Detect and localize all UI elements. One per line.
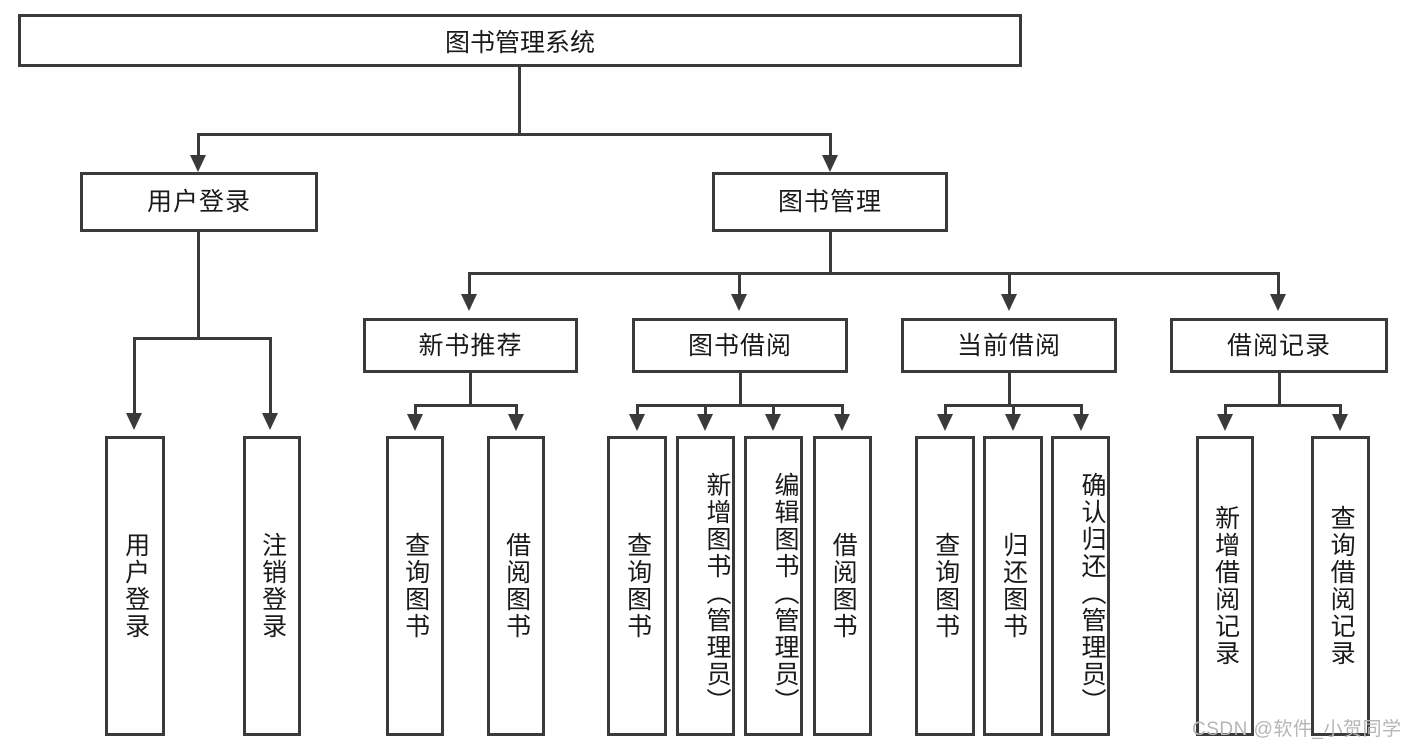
- node-root-system[interactable]: 图书管理系统: [18, 14, 1022, 67]
- arrow-to-borrow-record: [1270, 294, 1286, 311]
- node-label: 查询图书: [931, 532, 960, 640]
- edge-to-borrow-record: [1277, 272, 1280, 296]
- arrow-newbook-child1: [407, 414, 423, 431]
- edge-bookborrow-child1: [636, 404, 639, 416]
- node-label: 新增图书（管理员）: [703, 471, 731, 715]
- leaf-borrow-book[interactable]: 借阅图书: [813, 436, 872, 736]
- arrow-user-login-child2: [262, 413, 278, 430]
- arrow-currentborrow-child1: [937, 414, 953, 431]
- edge-currentborrow-child1: [944, 404, 947, 416]
- leaf-query-borrow-record[interactable]: 查询借阅记录: [1311, 436, 1370, 736]
- edge-borrowrecord-bus: [1224, 404, 1342, 407]
- node-label: 借阅图书: [502, 532, 531, 640]
- edge-currentborrow-child3: [1080, 404, 1083, 416]
- node-label: 借阅图书: [829, 532, 858, 640]
- arrow-borrowrecord-child1: [1217, 414, 1233, 431]
- edge-currentborrow-stem: [1008, 373, 1011, 404]
- edge-level2-bus: [468, 272, 1280, 275]
- edge-to-new-book-rec: [468, 272, 471, 296]
- node-user-login[interactable]: 用户登录: [80, 172, 318, 232]
- edge-to-book-mgmt: [829, 133, 832, 157]
- leaf-return-book[interactable]: 归还图书: [983, 436, 1043, 736]
- edge-newbook-child2: [515, 404, 518, 416]
- arrow-to-current-borrow: [1001, 294, 1017, 311]
- watermark-text: CSDN @软件_小贺同学: [1192, 719, 1402, 740]
- node-label: 归还图书: [999, 532, 1028, 640]
- arrow-bookborrow-child3: [765, 414, 781, 431]
- edge-to-user-login: [197, 133, 200, 157]
- arrow-currentborrow-child2: [1005, 414, 1021, 431]
- edge-newbook-bus: [414, 404, 518, 407]
- edge-user-login-child2: [269, 337, 272, 415]
- edge-newbook-child1: [414, 404, 417, 416]
- arrow-to-book-borrow: [731, 294, 747, 311]
- edge-level1-bus: [197, 133, 831, 136]
- edge-bookborrow-child2: [704, 404, 707, 416]
- node-label: 图书借阅: [687, 331, 792, 360]
- node-label: 编辑图书（管理员）: [771, 471, 799, 715]
- leaf-query-book-rec[interactable]: 查询图书: [386, 436, 444, 736]
- node-current-borrow[interactable]: 当前借阅: [901, 318, 1117, 373]
- node-borrow-record[interactable]: 借阅记录: [1170, 318, 1388, 373]
- edge-borrowrecord-child1: [1224, 404, 1227, 416]
- arrow-to-new-book-rec: [461, 294, 477, 311]
- leaf-query-book-current[interactable]: 查询图书: [915, 436, 975, 736]
- leaf-user-login[interactable]: 用户登录: [105, 436, 165, 736]
- edge-user-login-stem: [197, 232, 200, 337]
- arrow-bookborrow-child2: [697, 414, 713, 431]
- node-book-management[interactable]: 图书管理: [712, 172, 948, 232]
- edge-bookborrow-stem: [739, 373, 742, 404]
- edge-user-login-bus: [133, 337, 272, 340]
- leaf-add-book-admin[interactable]: 新增图书（管理员）: [676, 436, 735, 736]
- node-label: 图书管理: [777, 188, 882, 216]
- arrow-bookborrow-child4: [834, 414, 850, 431]
- node-new-book-recommend[interactable]: 新书推荐: [363, 318, 578, 373]
- edge-root-stem: [518, 67, 521, 133]
- leaf-add-borrow-record[interactable]: 新增借阅记录: [1196, 436, 1254, 736]
- edge-to-book-borrow: [738, 272, 741, 296]
- leaf-borrow-book-rec[interactable]: 借阅图书: [487, 436, 545, 736]
- node-label: 查询图书: [401, 532, 430, 640]
- leaf-confirm-return-admin[interactable]: 确认归还（管理员）: [1051, 436, 1110, 736]
- node-label: 借阅记录: [1226, 331, 1331, 360]
- node-label: 确认归还（管理员）: [1078, 471, 1106, 715]
- arrow-to-user-login: [190, 155, 206, 172]
- node-book-borrow[interactable]: 图书借阅: [632, 318, 848, 373]
- edge-currentborrow-child2: [1012, 404, 1015, 416]
- arrow-newbook-child2: [508, 414, 524, 431]
- edge-borrowrecord-stem: [1278, 373, 1281, 404]
- node-label: 注销登录: [258, 532, 287, 640]
- leaf-query-book-borrow[interactable]: 查询图书: [607, 436, 667, 736]
- arrow-to-book-mgmt: [822, 155, 838, 172]
- edge-book-mgmt-stem: [829, 232, 832, 272]
- node-label: 当前借阅: [956, 331, 1061, 360]
- node-label: 查询图书: [623, 532, 652, 640]
- node-label: 图书管理系统: [444, 28, 595, 57]
- arrow-currentborrow-child3: [1073, 414, 1089, 431]
- edge-newbook-stem: [469, 373, 472, 404]
- node-label: 用户登录: [146, 188, 251, 216]
- node-label: 新增借阅记录: [1211, 505, 1240, 667]
- node-label: 新书推荐: [418, 331, 523, 360]
- arrow-borrowrecord-child2: [1332, 414, 1348, 431]
- edge-bookborrow-bus: [636, 404, 843, 407]
- arrow-user-login-child1: [126, 413, 142, 430]
- leaf-user-logout[interactable]: 注销登录: [243, 436, 301, 736]
- node-label: 查询借阅记录: [1327, 505, 1356, 667]
- edge-bookborrow-child4: [841, 404, 844, 416]
- edge-bookborrow-child3: [772, 404, 775, 416]
- leaf-edit-book-admin[interactable]: 编辑图书（管理员）: [744, 436, 803, 736]
- edge-user-login-child1: [133, 337, 136, 415]
- arrow-bookborrow-child1: [629, 414, 645, 431]
- edge-to-current-borrow: [1008, 272, 1011, 296]
- edge-borrowrecord-child2: [1339, 404, 1342, 416]
- node-label: 用户登录: [121, 532, 150, 640]
